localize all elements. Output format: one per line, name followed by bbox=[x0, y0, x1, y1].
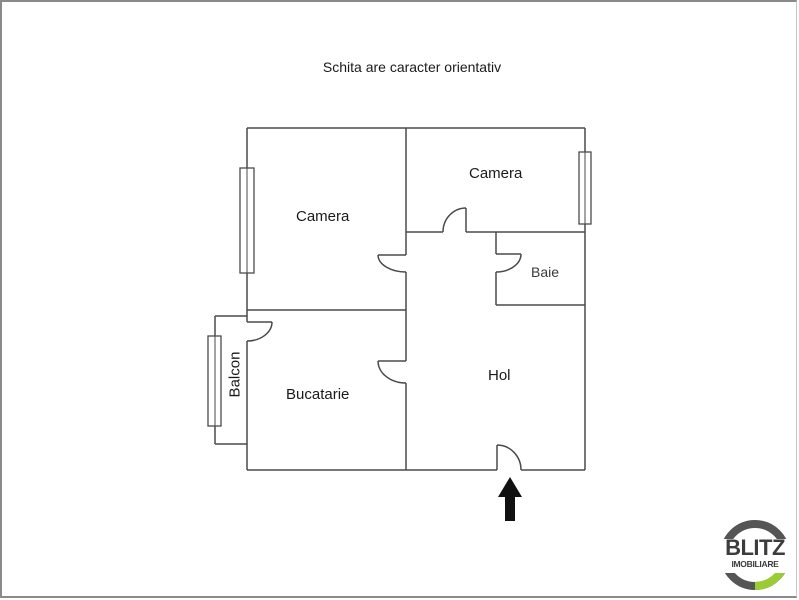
disclaimer-note: Schita are caracter orientativ bbox=[322, 59, 502, 75]
logo-ring-icon bbox=[719, 520, 791, 590]
room-label-balcon: Balcon bbox=[226, 351, 244, 398]
door-camera-1 bbox=[377, 254, 407, 273]
logo-brand: BLITZ bbox=[725, 535, 785, 560]
room-label-camera-2: Camera bbox=[469, 165, 523, 182]
room-label-bucatarie: Bucatarie bbox=[286, 386, 350, 403]
door-entrance bbox=[496, 444, 522, 471]
door-balcon bbox=[246, 321, 273, 342]
room-label-camera-1: Camera bbox=[296, 208, 350, 225]
door-camera-2 bbox=[442, 207, 467, 233]
blitz-logo: BLITZ IMOBILIARE bbox=[717, 517, 793, 593]
room-label-hol: Hol bbox=[488, 367, 511, 384]
door-baie bbox=[495, 253, 522, 273]
door-bucatarie bbox=[377, 360, 407, 384]
room-label-baie: Baie bbox=[531, 264, 560, 280]
arrow-up-icon bbox=[498, 477, 522, 521]
logo-sub: IMOBILIARE bbox=[731, 559, 779, 569]
